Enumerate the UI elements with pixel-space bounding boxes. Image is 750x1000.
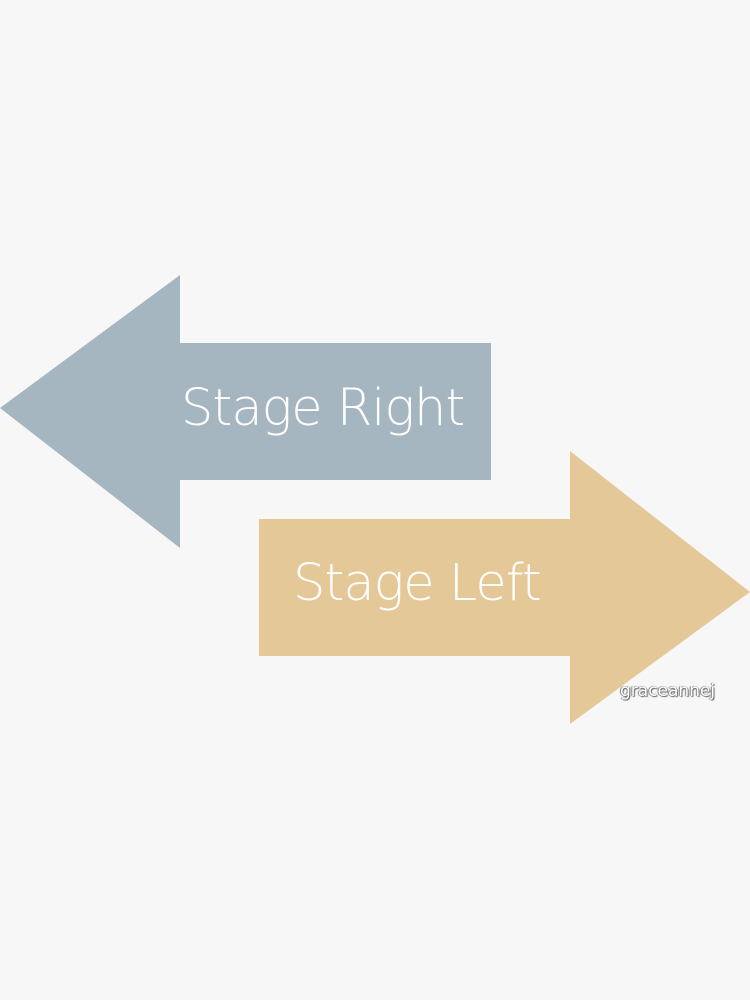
stage-right-label: Stage Right (181, 379, 465, 438)
right-arrow-icon (259, 451, 750, 724)
stage-left-label: Stage Left (293, 554, 542, 613)
left-arrow-icon (0, 275, 491, 548)
artist-watermark: graceannej (620, 681, 716, 701)
